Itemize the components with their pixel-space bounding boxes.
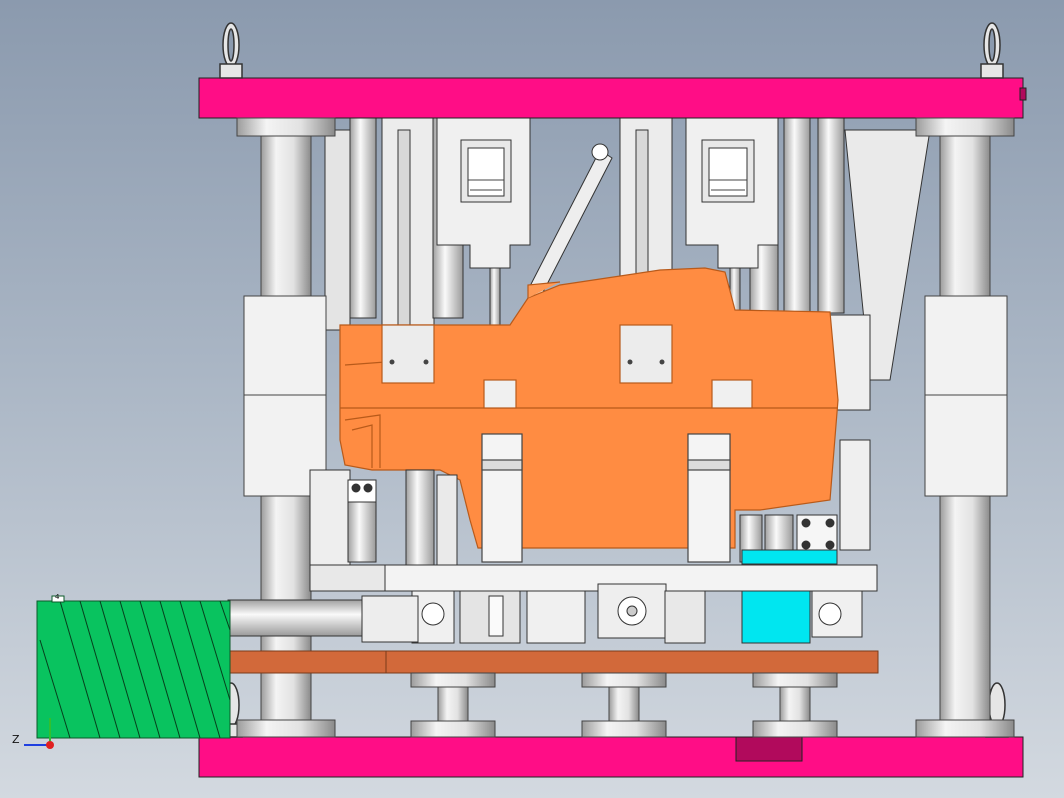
guide-rod	[783, 117, 811, 314]
guide-pillar-right	[915, 117, 1015, 738]
molded-part	[339, 267, 839, 563]
support-pillars	[410, 672, 838, 738]
component-tag: 4	[55, 593, 60, 601]
cyan-insert-lower	[741, 590, 811, 644]
axis-triad	[24, 718, 54, 749]
z-axis-label: Z	[12, 733, 20, 746]
guide-pillar-left	[236, 117, 336, 738]
ejector-base-plate	[227, 650, 879, 674]
guide-rod	[817, 117, 845, 314]
green-heater-block	[36, 595, 231, 739]
cyan-insert-upper	[741, 549, 838, 565]
guide-rod	[349, 117, 377, 319]
lower-mechanism	[227, 469, 878, 644]
bottom-clamp-plate	[198, 736, 1024, 778]
top-clamp-plate	[198, 77, 1027, 119]
locating-pad	[735, 736, 803, 762]
angled-link	[527, 149, 613, 299]
